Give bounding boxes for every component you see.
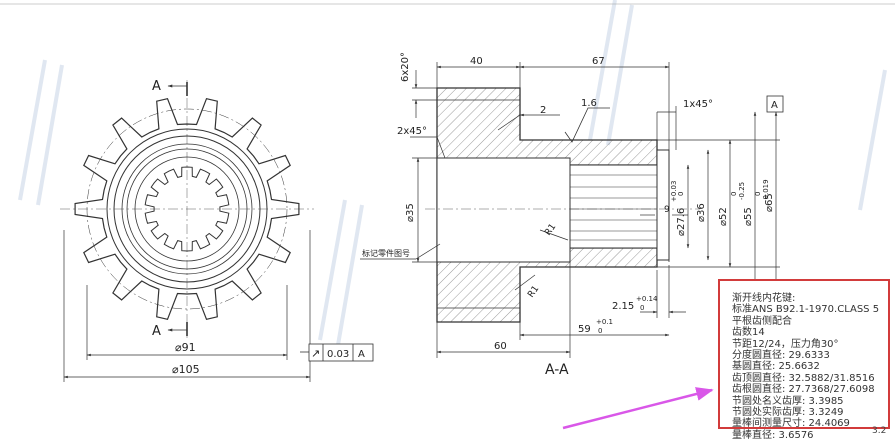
dim-d52-tol-up: 0 (730, 192, 738, 196)
section-label-a-bottom: A (152, 324, 161, 339)
page-number: 3.2 (872, 426, 887, 436)
part-number-callout (360, 243, 441, 260)
callout-text: 标记零件图号 (362, 248, 410, 258)
dim-d91: ⌀91 (175, 341, 196, 354)
dim-d55-tol-low: -0.019 (762, 179, 770, 202)
dim-d65: ⌀65 (764, 193, 775, 212)
spec-line: 节圆处实际齿厚: 3.3249 (732, 406, 844, 418)
section-title: A-A (545, 362, 569, 378)
datum-label: A (771, 100, 778, 111)
dim-d52: ⌀52 (718, 207, 729, 226)
dim-d35: ⌀35 (405, 203, 416, 222)
runout-datum: A (358, 349, 365, 360)
dim-chamfer-6x20: 6x20° (400, 52, 411, 82)
section-label-a-top: A (152, 79, 161, 94)
roughness-symbol-icon (564, 107, 610, 143)
dim-len2-15: 2.15 (612, 301, 634, 312)
dim-len9: 9 (664, 205, 670, 215)
section-view-dimensions (410, 62, 780, 358)
dim-len2: 2 (540, 105, 546, 116)
dim-chamfer-2x45: 2x45° (397, 126, 427, 137)
dim-len2-15-tol-up: +0.14 (636, 295, 658, 303)
spec-line: 分度圆直径: 29.6333 (732, 349, 830, 361)
spec-line: 量棒直径: 3.6576 (732, 429, 814, 441)
spline-spec-lines: 渐开线内花键: 标准ANS B92.1-1970.CLASS 5 平根齿侧配合 … (732, 293, 879, 441)
spec-line: 标准ANS B92.1-1970.CLASS 5 (732, 304, 880, 316)
gear-front-view (60, 80, 314, 338)
roughness-value: 1.6 (581, 98, 597, 109)
runout-value: 0.03 (327, 349, 349, 360)
spec-line: 基圆直径: 25.6632 (732, 361, 820, 373)
spec-line: 节距12/24，压力角30° (732, 338, 839, 350)
dim-len59-tol-low: 0 (598, 327, 602, 335)
dim-d36: ⌀36 (696, 203, 707, 222)
dim-len59: 59 (578, 324, 591, 335)
datum-marker: A (766, 95, 784, 113)
spec-line: 齿数14 (732, 327, 765, 339)
runout-tolerance-frame: ↗ 0.03 A (300, 343, 374, 362)
spec-line: 节圆处名义齿厚: 3.3985 (732, 395, 844, 407)
dim-len2-15-tol-low: 0 (640, 304, 644, 312)
spline-spec-box: 渐开线内花键: 标准ANS B92.1-1970.CLASS 5 平根齿侧配合 … (718, 279, 890, 441)
spec-line: 平根齿侧配合 (732, 315, 792, 327)
dim-d52-tol-low: -0.25 (738, 182, 746, 200)
dim-d27-6: ⌀27.6 (676, 208, 687, 236)
runout-symbol-icon: ↗ (311, 347, 320, 360)
dim-len60: 60 (494, 341, 507, 352)
section-view (425, 87, 700, 323)
dim-d55-tol-up: 0 (754, 192, 762, 196)
dim-len59-tol-up: +0.1 (596, 318, 613, 326)
dim-d55: ⌀55 (743, 207, 754, 226)
dim-d105: ⌀105 (172, 363, 200, 376)
highlight-arrow (562, 387, 714, 430)
spec-line: 量棒间测量尺寸: 24.4069 (732, 418, 850, 430)
dim-len40: 40 (470, 56, 483, 67)
spec-line: 齿根圆直径: 27.7368/27.6098 (732, 384, 875, 396)
dim-chamfer-1x45: 1x45° (683, 99, 713, 110)
dim-d27-6-tol-low: 0 (677, 192, 685, 196)
spec-line: 渐开线内花键: (732, 293, 796, 304)
dim-len67: 67 (592, 56, 605, 67)
dim-r1-b: R1 (526, 284, 541, 300)
spec-line: 齿顶圆直径: 32.5882/31.8516 (732, 372, 875, 384)
dim-d27-6-tol-up: +0.03 (670, 181, 678, 202)
watermark (18, 0, 887, 346)
